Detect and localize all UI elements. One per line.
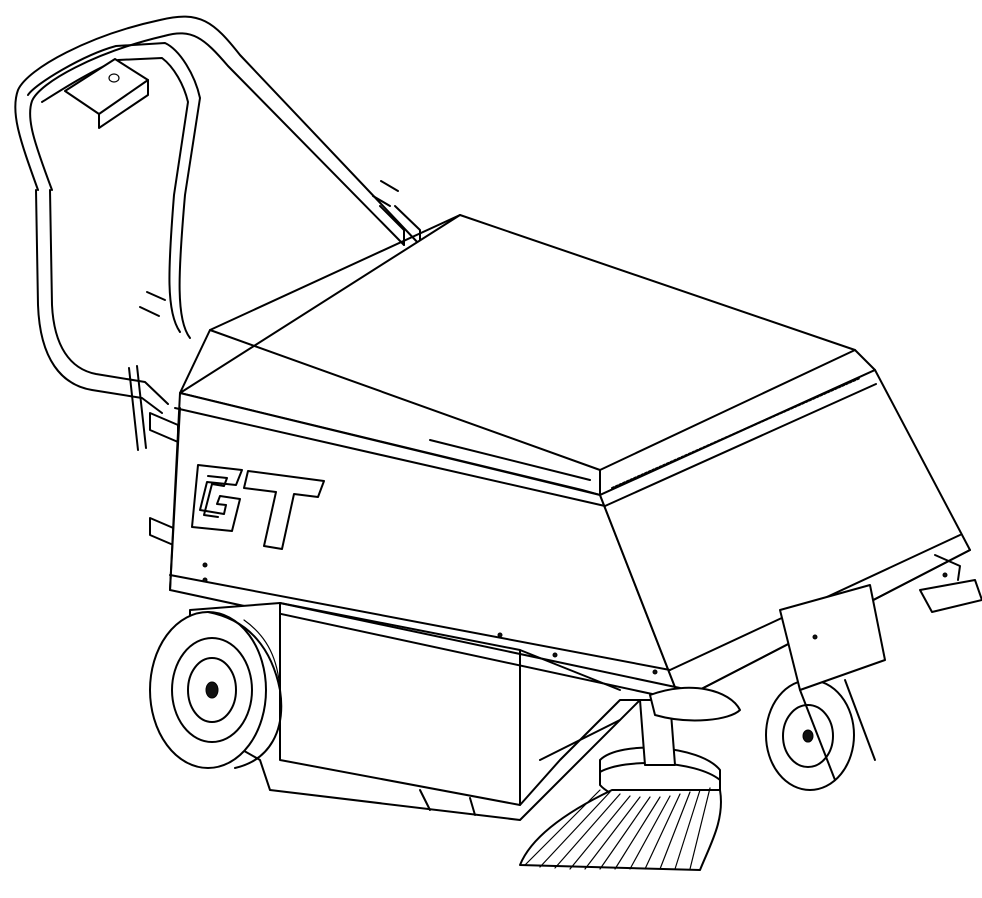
sweeper-body [169,214,971,701]
front-caster [765,584,886,791]
lower-chassis [189,602,641,821]
front-details [202,554,982,675]
handle-frame [14,15,421,548]
rear-wheel [149,611,283,769]
gt-logo: GT [191,464,325,550]
side-brush [519,686,741,871]
